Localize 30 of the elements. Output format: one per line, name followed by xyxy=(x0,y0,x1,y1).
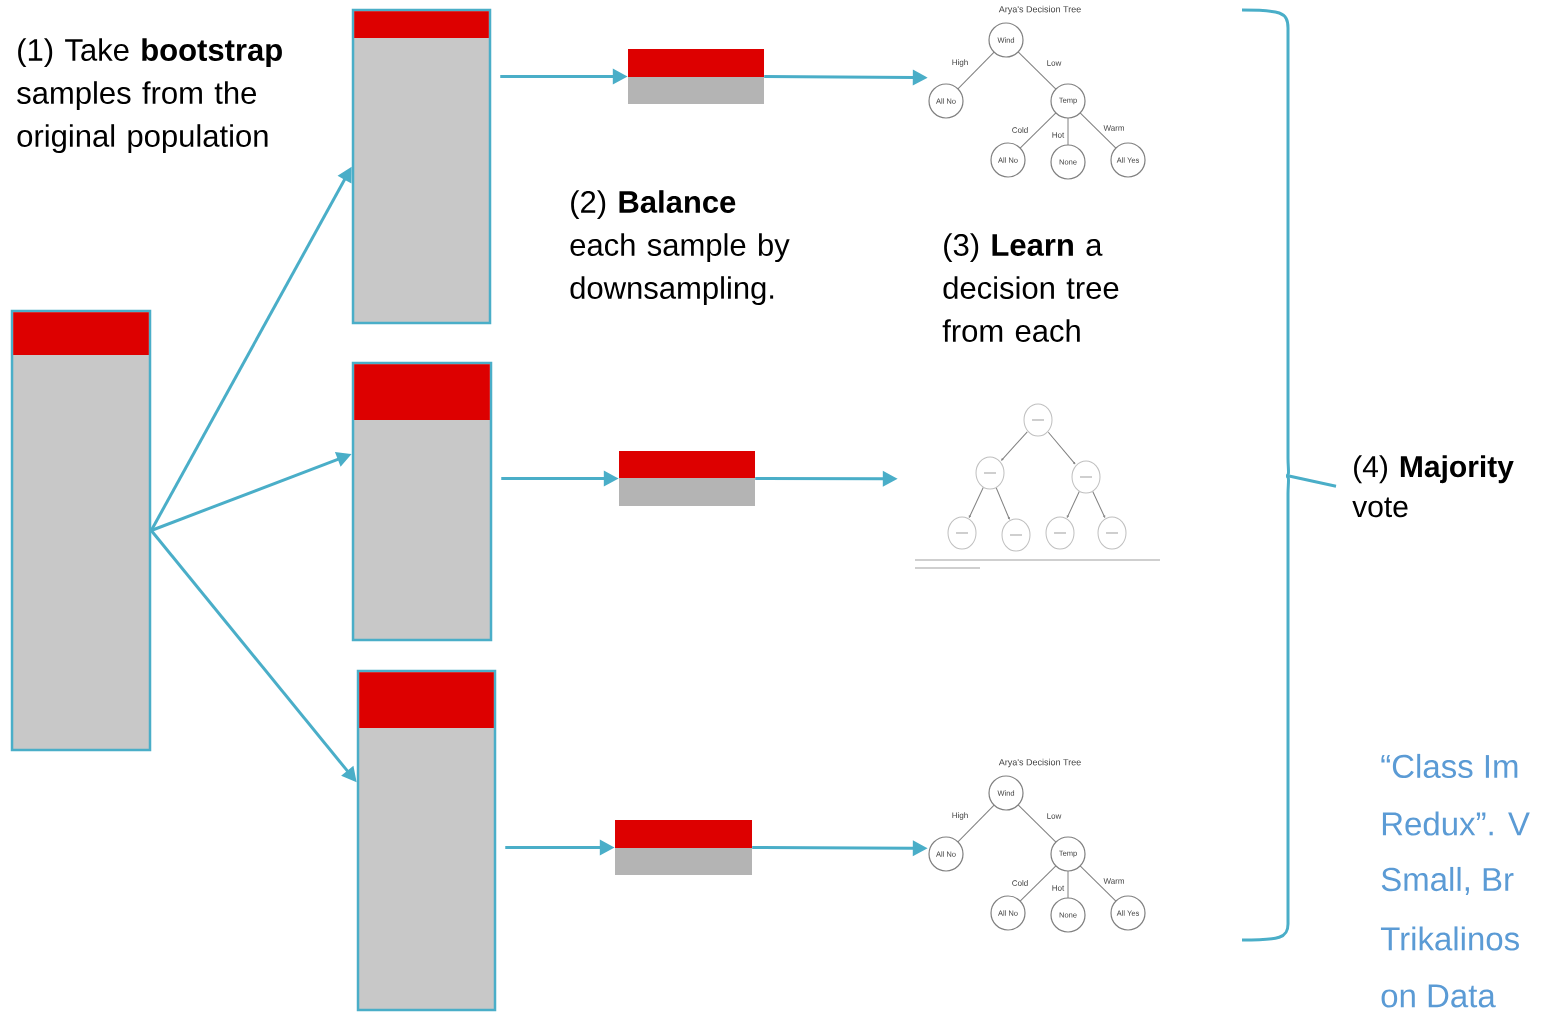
branch-label: Cold xyxy=(1012,127,1028,133)
step-text: (2) Balance each sample by downsampling. xyxy=(570,190,790,306)
branch-label: Low xyxy=(1047,60,1062,66)
bar-box xyxy=(619,451,755,506)
step-text: (3) Learn a decision tree from each xyxy=(942,233,1119,342)
bar-box xyxy=(356,669,497,1012)
tree-title: Arya's Decision Tree xyxy=(998,758,1081,768)
step-text: (1) Take bootstrap samples from the original population xyxy=(17,38,282,154)
branch-label: Cold xyxy=(1012,880,1028,886)
citation-text: on Data xyxy=(1381,984,1496,1008)
branch-label: High xyxy=(952,812,968,820)
bracket xyxy=(1242,8,1290,942)
branch-label: Warm xyxy=(1103,125,1124,131)
citation-text: Redux”. V xyxy=(1382,811,1530,836)
tree-title: Arya's Decision Tree xyxy=(998,5,1081,15)
step-text: (4) Majority vote xyxy=(1352,455,1514,518)
bar-box xyxy=(351,8,492,325)
branch-label: Hot xyxy=(1052,885,1065,891)
bar-box xyxy=(10,309,152,752)
decision-tree-drawing xyxy=(914,403,1161,569)
branch-label: Warm xyxy=(1103,878,1124,884)
bar-box xyxy=(351,361,493,642)
citation-text: “Class Im xyxy=(1381,753,1518,779)
citation-text: Trikalinos xyxy=(1380,926,1519,951)
bar-box xyxy=(628,49,764,104)
citation-text: Small, Br xyxy=(1381,866,1514,896)
branch-label: Hot xyxy=(1052,132,1065,138)
branch-label: Low xyxy=(1047,813,1062,819)
bar-box xyxy=(615,820,752,875)
branch-label: High xyxy=(952,59,968,67)
